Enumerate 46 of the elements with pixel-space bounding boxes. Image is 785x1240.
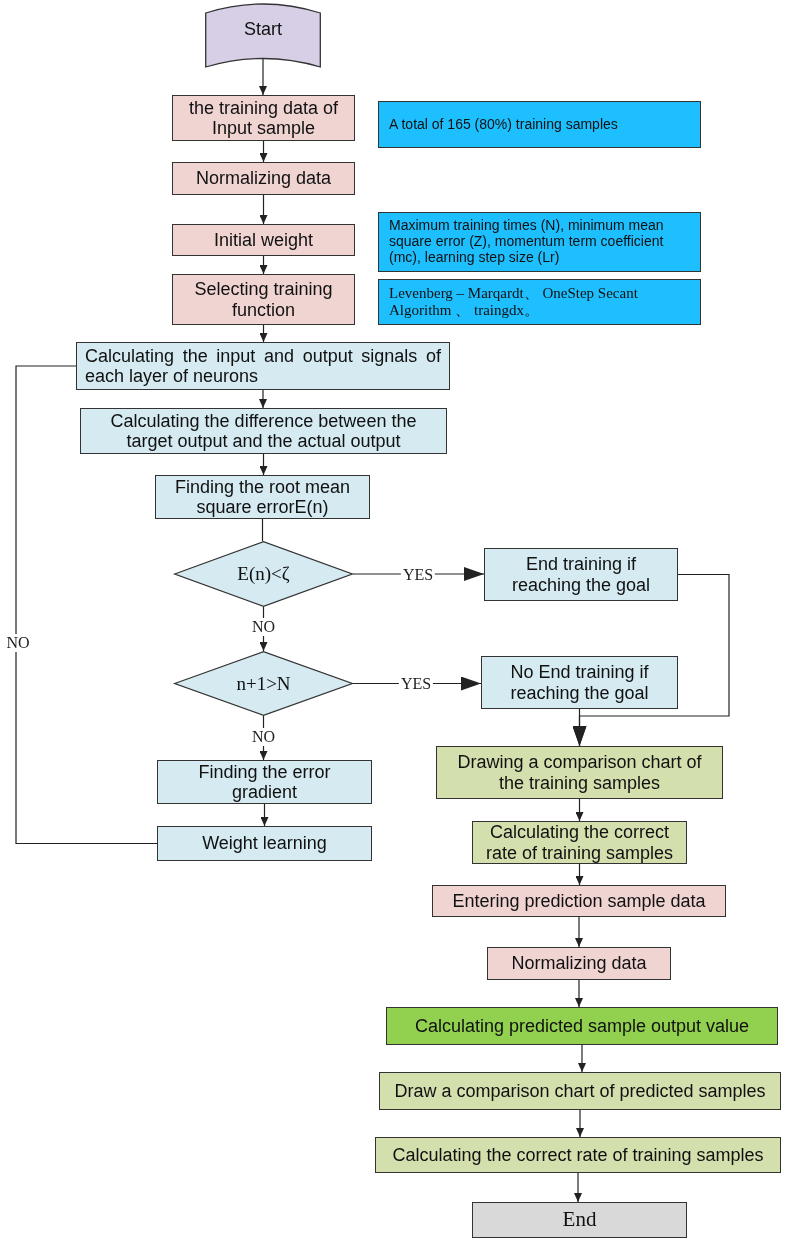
process-box: Draw a comparison chart of predicted samples xyxy=(379,1072,781,1110)
connector-line xyxy=(15,365,158,845)
edge-label: NO xyxy=(249,728,278,746)
arrow xyxy=(259,140,268,163)
process-box: Initial weight xyxy=(172,224,355,256)
process-box: Entering prediction sample data xyxy=(432,885,726,917)
arrow xyxy=(578,1044,586,1073)
arrow xyxy=(259,255,268,275)
process-box: Finding the error gradient xyxy=(157,760,372,804)
note-box: Levenberg – Marqardt、 OneStep Secant Algorithm 、 traingdx。 xyxy=(378,279,701,325)
arrow xyxy=(574,1172,582,1203)
arrow xyxy=(259,57,267,96)
arrow xyxy=(259,389,267,409)
process-box: Weight learning xyxy=(157,826,372,861)
note-box: A total of 165 (80%) training samples xyxy=(378,101,701,148)
process-box: Calculating predicted sample output value xyxy=(386,1007,778,1045)
process-box: Normalizing data xyxy=(172,162,355,195)
process-box: Calculating the correct rate of training samples xyxy=(472,821,687,864)
arrow xyxy=(260,803,269,827)
edge-label: NO xyxy=(249,618,278,636)
decision-diamond: E(n)<ζ xyxy=(174,541,353,607)
process-box: the training data of Input sample xyxy=(172,95,355,141)
process-box: Selecting training function xyxy=(172,274,355,325)
arrow xyxy=(259,194,268,225)
arrow xyxy=(572,708,587,747)
decision-diamond: n+1>N xyxy=(174,651,353,716)
process-box: Normalizing data xyxy=(487,947,671,980)
arrow xyxy=(259,453,268,476)
end-terminal: End xyxy=(472,1202,687,1238)
process-box: Calculating the difference between the target output and the actual output xyxy=(80,408,447,454)
arrow xyxy=(575,863,584,886)
process-box: Drawing a comparison chart of the training samples xyxy=(436,746,723,799)
arrow xyxy=(576,1109,584,1138)
start-terminal: Start xyxy=(205,3,321,68)
arrow xyxy=(259,324,268,343)
process-box: Calculating the input and output signals of each layer of neurons xyxy=(76,342,450,390)
edge-label: NO xyxy=(4,634,32,652)
process-box: End training if reaching the goal xyxy=(484,548,678,601)
arrow xyxy=(575,916,583,948)
process-box: Calculating the correct rate of training samples xyxy=(375,1137,781,1173)
process-box: No End training if reaching the goal xyxy=(481,656,678,709)
arrow xyxy=(575,798,584,822)
process-box: Finding the root mean square errorE(n) xyxy=(155,475,370,519)
arrow xyxy=(575,979,583,1008)
note-box: Maximum training times (N), minimum mean square error (Z), momentum term coefficient (mc), learning step size (Lr) xyxy=(378,212,701,272)
connector-line xyxy=(261,518,264,542)
